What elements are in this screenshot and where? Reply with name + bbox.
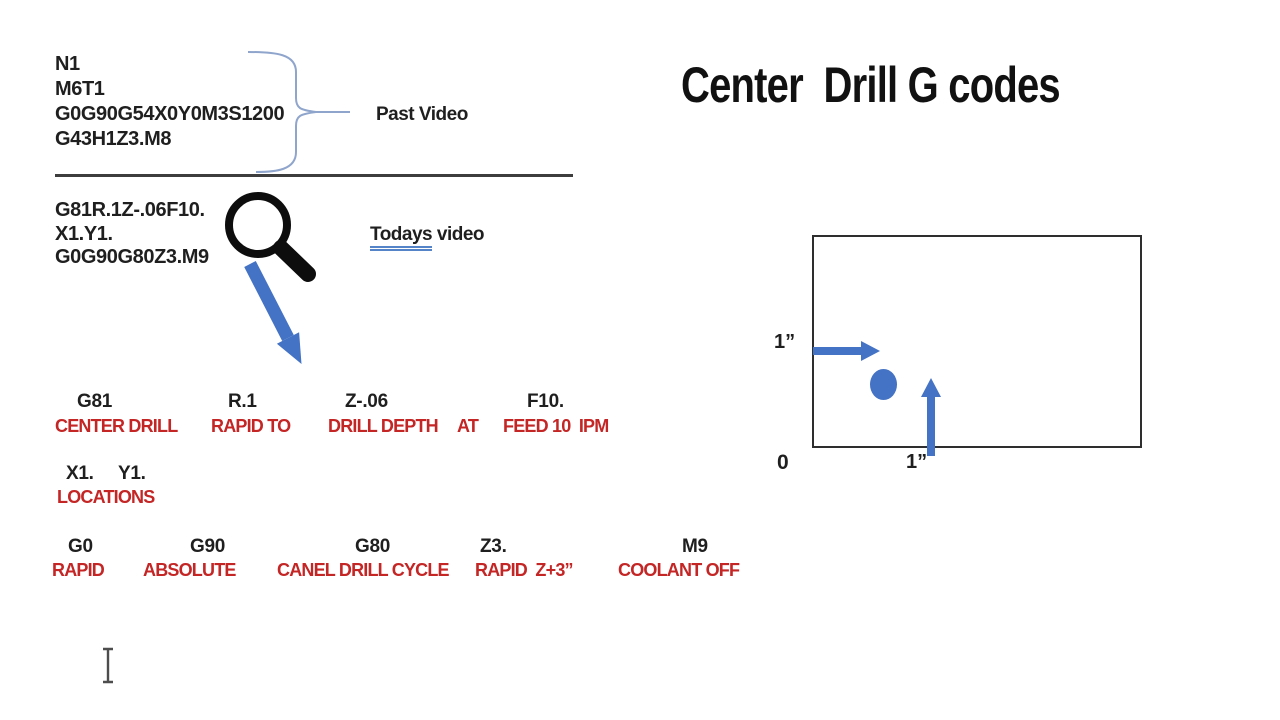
code-r1: R.1 (228, 391, 257, 412)
meaning-rapid-z3: RAPID Z+3” (475, 560, 574, 580)
code-g0: G0 (68, 536, 93, 557)
code-g90: G90 (190, 536, 226, 557)
code-z3: Z3. (480, 536, 507, 557)
meaning-at: AT (457, 416, 479, 436)
part-outline (812, 235, 1142, 448)
meaning-rapid-to: RAPID TO (211, 416, 291, 436)
gcode-line-n1: N1 (55, 53, 80, 75)
code-g81: G81 (77, 391, 113, 412)
divider-line (55, 174, 573, 177)
code-f10: F10. (527, 391, 564, 412)
meaning-cancel-cycle: CANEL DRILL CYCLE (277, 560, 450, 580)
arrow-right-icon (813, 341, 880, 361)
gcode-line-cancel: G0G90G80Z3.M9 (55, 246, 209, 268)
todays-video-label: Todays video (370, 224, 485, 251)
gcode-line-setup: G0G90G54X0Y0M3S1200 (55, 103, 285, 125)
past-gcode-block: N1 M6T1 G0G90G54X0Y0M3S1200 G43H1Z3.M8 (55, 52, 285, 152)
meaning-coolant-off: COOLANT OFF (618, 560, 740, 580)
code-x1: X1. (66, 463, 94, 484)
meaning-center-drill: CENTER DRILL (55, 416, 178, 436)
meaning-locations: LOCATIONS (57, 487, 155, 507)
meaning-feed-ipm: FEED 10 IPM (503, 416, 609, 436)
code-y1: Y1. (118, 463, 146, 484)
code-z06: Z-.06 (345, 391, 388, 412)
video-word: video (432, 224, 485, 245)
meaning-absolute: ABSOLUTE (143, 560, 236, 580)
drill-point-dot (870, 369, 897, 400)
meaning-drill-depth: DRILL DEPTH (328, 416, 439, 436)
todays-word: Todays (370, 224, 433, 251)
code-m9: M9 (682, 536, 708, 557)
bottom-dimension-label: 1” (906, 451, 928, 473)
left-dimension-label: 1” (774, 331, 796, 353)
gcode-line-xy: X1.Y1. (55, 222, 113, 245)
past-video-label: Past Video (376, 104, 468, 125)
origin-label: 0 (777, 451, 789, 474)
page-title: Center Drill G codes (681, 57, 1061, 113)
todays-gcode-block: G81R.1Z-.06F10. X1.Y1. G0G90G80Z3.M9 (55, 199, 209, 270)
code-g80: G80 (355, 536, 391, 557)
meaning-rapid: RAPID (52, 560, 105, 580)
magnifying-glass-icon (225, 192, 316, 282)
arrow-up-icon (921, 378, 941, 456)
gcode-line-m6t1: M6T1 (55, 78, 105, 100)
gcode-line-g81: G81R.1Z-.06F10. (55, 199, 205, 221)
right-curly-brace-icon (247, 51, 350, 173)
i-beam-cursor-icon (103, 647, 113, 684)
arrow-down-right-icon (244, 261, 302, 364)
gcode-line-toollength: G43H1Z3.M8 (55, 128, 172, 150)
